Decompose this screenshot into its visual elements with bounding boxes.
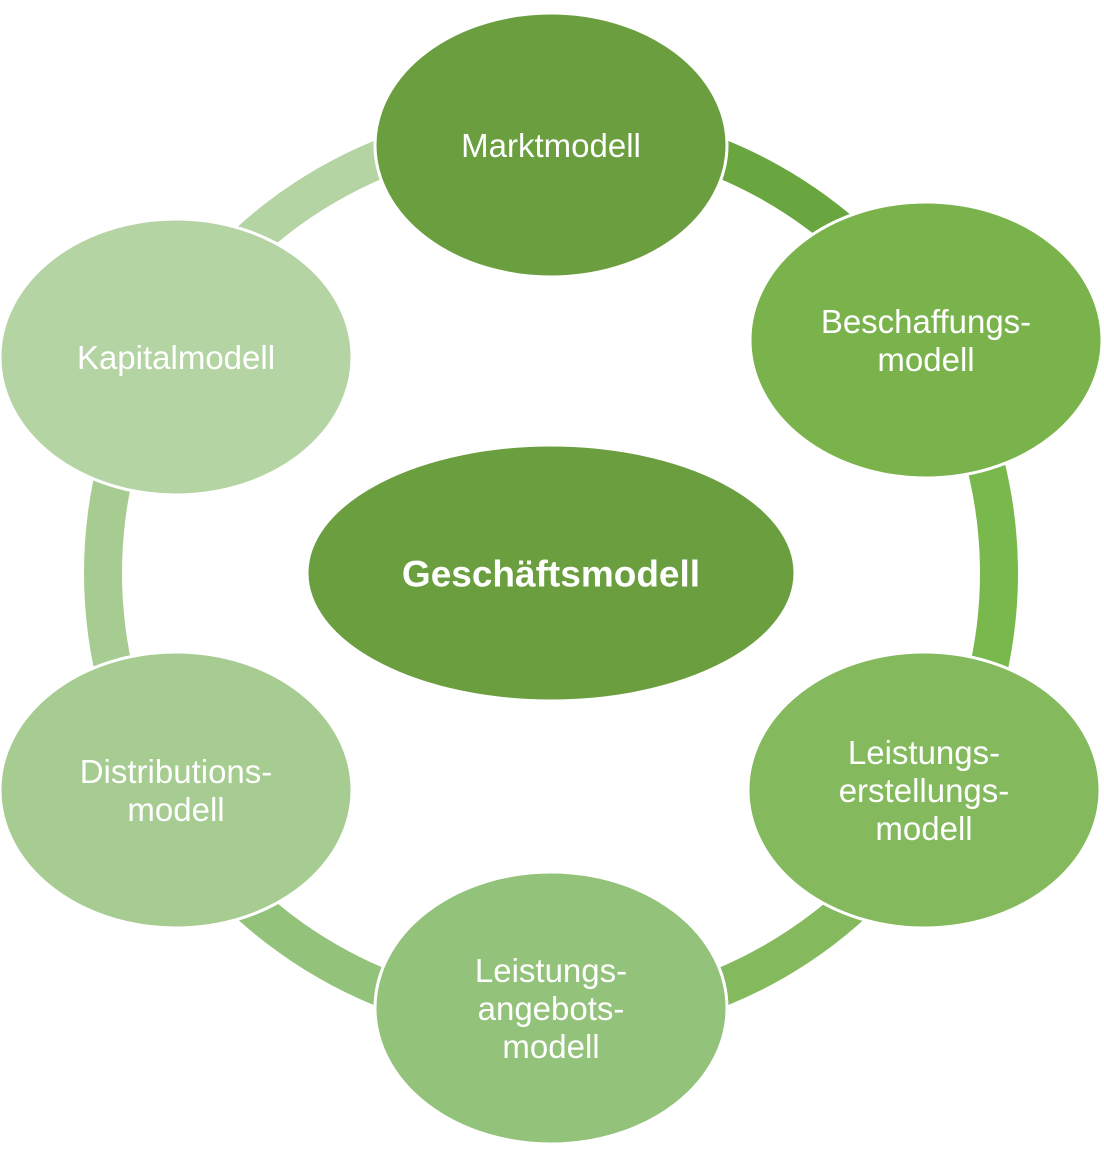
node-leistungserstellung-label-line: erstellungs- xyxy=(839,772,1010,809)
node-leistungsangebot-label-line: angebots- xyxy=(478,990,625,1027)
node-distribution-shape xyxy=(0,650,354,930)
node-beschaffung-label-line: modell xyxy=(877,341,974,378)
node-leistungserstellung-shape xyxy=(746,650,1102,930)
center-node-label-line: Geschäftsmodell xyxy=(402,553,700,594)
node-leistungsangebot: Leistungs-angebots-modell xyxy=(373,870,729,1146)
node-leistungsangebot-label-line: modell xyxy=(502,1028,599,1065)
node-markt-label-line: Marktmodell xyxy=(461,127,641,164)
node-layer: MarktmodellBeschaffungs-modellLeistungs-… xyxy=(0,11,1104,1146)
node-leistungsangebot-shape xyxy=(373,870,729,1146)
node-kapital-shape xyxy=(0,217,354,497)
node-distribution-label-line: modell xyxy=(127,791,224,828)
node-markt-shape xyxy=(373,11,729,279)
node-kapital: Kapitalmodell xyxy=(0,217,354,497)
center-node: Geschäftsmodell xyxy=(305,443,797,703)
node-distribution-label-line: Distributions- xyxy=(80,753,273,790)
node-leistungserstellung-label-line: Leistungs- xyxy=(848,734,1000,771)
node-leistungsangebot-label-line: Leistungs- xyxy=(475,952,627,989)
node-leistungserstellung: Leistungs-erstellungs-modell xyxy=(746,650,1102,930)
node-beschaffung-shape xyxy=(748,200,1104,480)
node-leistungserstellung-label-line: modell xyxy=(875,810,972,847)
node-beschaffung: Beschaffungs-modell xyxy=(748,200,1104,480)
node-markt: Marktmodell xyxy=(373,11,729,279)
node-distribution: Distributions-modell xyxy=(0,650,354,930)
center-node-shape xyxy=(305,443,797,703)
node-kapital-label-line: Kapitalmodell xyxy=(77,339,275,376)
node-beschaffung-label-line: Beschaffungs- xyxy=(821,303,1031,340)
